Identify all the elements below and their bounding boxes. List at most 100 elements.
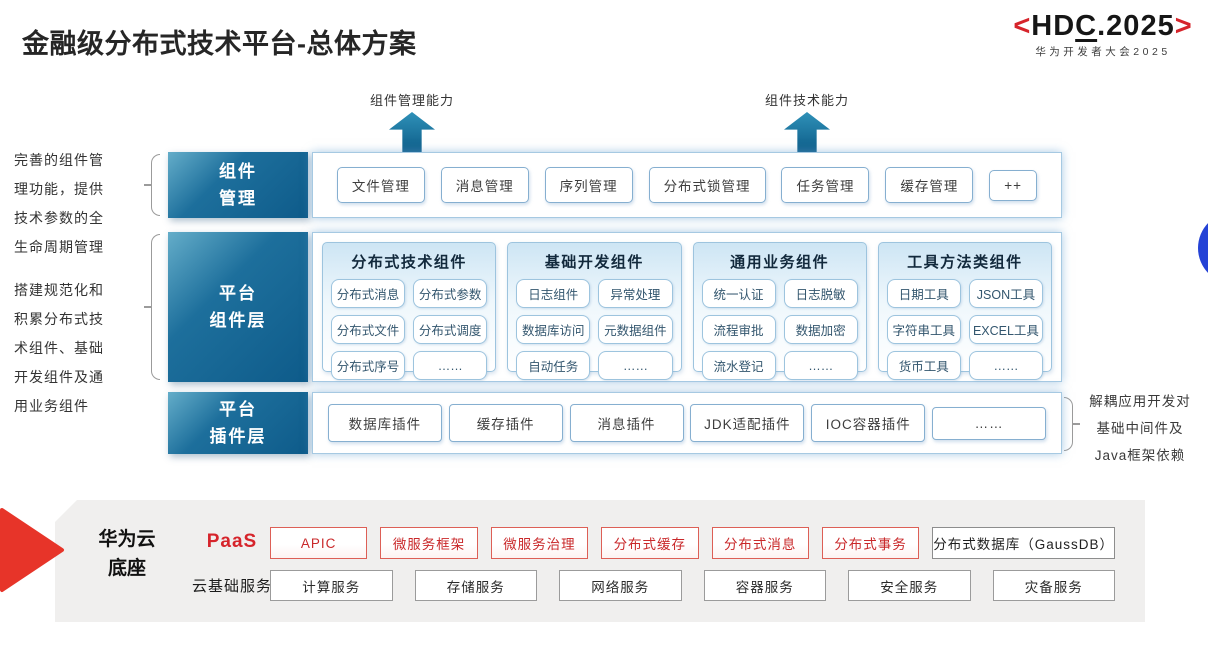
- iaas-service-chip: 计算服务: [270, 570, 393, 601]
- management-chip: 序列管理: [544, 167, 633, 203]
- plugin-chip: 数据库插件: [327, 404, 442, 442]
- component-chip: 流程审批: [701, 315, 776, 344]
- left-bracket: [144, 154, 160, 216]
- note-line: 基础中间件及: [1096, 421, 1184, 436]
- huawei-cloud-base-label: 华为云 底座: [98, 529, 156, 579]
- management-chip: 消息管理: [440, 167, 529, 203]
- management-chip: 分布式锁管理: [648, 167, 766, 203]
- component-chip: 自动任务: [516, 351, 591, 380]
- group-title: 基础开发组件: [544, 254, 644, 271]
- group-grid: 统一认证日志脱敏流程审批数据加密流水登记……: [701, 279, 858, 380]
- paas-label: PaaS: [206, 531, 258, 552]
- group-title: 分布式技术组件: [351, 254, 467, 271]
- note-line: 生命周期管理: [14, 239, 104, 255]
- component-chip: 日志脱敏: [783, 279, 858, 308]
- component-chip: 异常处理: [598, 279, 673, 308]
- component-chip: ……: [783, 351, 858, 380]
- note-line: 完善的组件管: [14, 152, 104, 168]
- note-line: 术组件、基础: [14, 340, 104, 356]
- management-capability-label: 组件管理能力: [369, 93, 454, 108]
- hdc-year: .2025: [1097, 10, 1175, 42]
- management-capability-arrow: 组件管理能力: [347, 90, 477, 152]
- group-basic-dev: 基础开发组件 日志组件异常处理数据库访问元数据组件自动任务……: [507, 242, 682, 380]
- note-line: 用业务组件: [14, 398, 89, 414]
- layer-label-component-management: 组件 管理: [168, 152, 308, 218]
- component-chip: 分布式文件: [331, 315, 406, 344]
- platform-components-row: 分布式技术组件 分布式消息分布式参数分布式文件分布式调度分布式序号…… 基础开发…: [312, 232, 1062, 382]
- paas-service-chip: 分布式事务: [821, 527, 920, 559]
- component-chip: 日期工具: [886, 279, 961, 308]
- management-chip: 缓存管理: [885, 167, 974, 203]
- component-chip: 分布式调度: [413, 315, 488, 344]
- iaas-service-chip: 存储服务: [414, 570, 537, 601]
- hdc-hd: HD: [1031, 10, 1076, 42]
- paas-service-chip: APIC: [270, 527, 368, 559]
- note-component-management: 完善的组件管理功能，提供技术参数的全生命周期管理: [14, 146, 150, 262]
- group-grid: 日志组件异常处理数据库访问元数据组件自动任务……: [516, 279, 673, 380]
- component-chip: ……: [413, 351, 488, 380]
- iaas-services-row: 计算服务存储服务网络服务容器服务安全服务灾备服务: [270, 570, 1115, 601]
- group-common-business: 通用业务组件 统一认证日志脱敏流程审批数据加密流水登记……: [692, 242, 867, 380]
- left-bracket: [144, 234, 160, 380]
- group-distributed-tech: 分布式技术组件 分布式消息分布式参数分布式文件分布式调度分布式序号……: [322, 242, 497, 380]
- iaas-service-chip: 灾备服务: [992, 570, 1115, 601]
- component-chip: 分布式消息: [331, 279, 406, 308]
- hdc-bracket-left: <: [1013, 10, 1032, 42]
- component-chip: 分布式参数: [413, 279, 488, 308]
- paas-service-chip: 分布式数据库（GaussDB）: [932, 527, 1116, 559]
- iaas-service-chip: 安全服务: [848, 570, 971, 601]
- group-title: 工具方法类组件: [907, 254, 1023, 271]
- plugin-chip: IOC容器插件: [811, 404, 926, 442]
- plugin-chip: JDK适配插件: [690, 404, 805, 442]
- page-title: 金融级分布式技术平台-总体方案: [22, 29, 417, 59]
- technical-capability-arrow: 组件技术能力: [742, 90, 872, 152]
- blue-circle-decoration: [1198, 212, 1208, 284]
- hdc-bracket-right: >: [1174, 10, 1193, 42]
- paas-service-chip: 分布式消息: [711, 527, 809, 559]
- component-chip: 统一认证: [701, 279, 776, 308]
- group-title: 通用业务组件: [730, 254, 830, 271]
- up-arrow-icon: [389, 112, 435, 152]
- paas-service-chip: 分布式缓存: [601, 527, 699, 559]
- component-chip: JSON工具: [968, 279, 1043, 308]
- component-chip: 分布式序号: [331, 351, 406, 380]
- right-bracket: [1064, 397, 1080, 451]
- management-chip: 文件管理: [336, 167, 425, 203]
- component-chip: 元数据组件: [598, 315, 673, 344]
- hdc-logo: <HDC.2025> 华为开发者大会2025: [1000, 10, 1206, 59]
- component-chip: ……: [598, 351, 673, 380]
- layer-label-platform-components: 平台 组件层: [168, 232, 308, 382]
- management-chip: 任务管理: [781, 167, 870, 203]
- component-chip: 数据库访问: [516, 315, 591, 344]
- up-arrow-icon: [784, 112, 830, 152]
- paas-service-chip: 微服务框架: [380, 527, 478, 559]
- component-chip: 字符串工具: [886, 315, 961, 344]
- red-wedge-icon: [0, 508, 64, 592]
- layer-label-platform-plugins: 平台 插件层: [168, 392, 308, 454]
- plugin-chip: 缓存插件: [448, 404, 563, 442]
- note-line: 搭建规范化和: [14, 282, 104, 298]
- note-line: 开发组件及通: [14, 369, 104, 385]
- component-chip: 流水登记: [701, 351, 776, 380]
- note-line: 解耦应用开发对: [1089, 394, 1191, 409]
- note-line: 积累分布式技: [14, 311, 104, 327]
- component-chip: 日志组件: [516, 279, 591, 308]
- component-management-row: 文件管理消息管理序列管理分布式锁管理任务管理缓存管理 ++: [312, 152, 1062, 218]
- group-grid: 分布式消息分布式参数分布式文件分布式调度分布式序号……: [331, 279, 488, 380]
- component-chip: 数据加密: [783, 315, 858, 344]
- hdc-subtitle: 华为开发者大会2025: [1035, 46, 1171, 58]
- note-line: 理功能，提供: [14, 181, 104, 197]
- component-chip: EXCEL工具: [968, 315, 1043, 344]
- management-chip: ++: [989, 169, 1038, 201]
- technical-capability-label: 组件技术能力: [764, 93, 849, 108]
- cloud-basic-services-label: 云基础服务: [191, 578, 272, 595]
- plugin-chip: ……: [932, 406, 1047, 440]
- note-component-accumulation: 搭建规范化和积累分布式技术组件、基础开发组件及通用业务组件: [14, 276, 150, 421]
- component-chip: ……: [968, 351, 1043, 380]
- hdc-c-underlined: C: [1075, 10, 1098, 42]
